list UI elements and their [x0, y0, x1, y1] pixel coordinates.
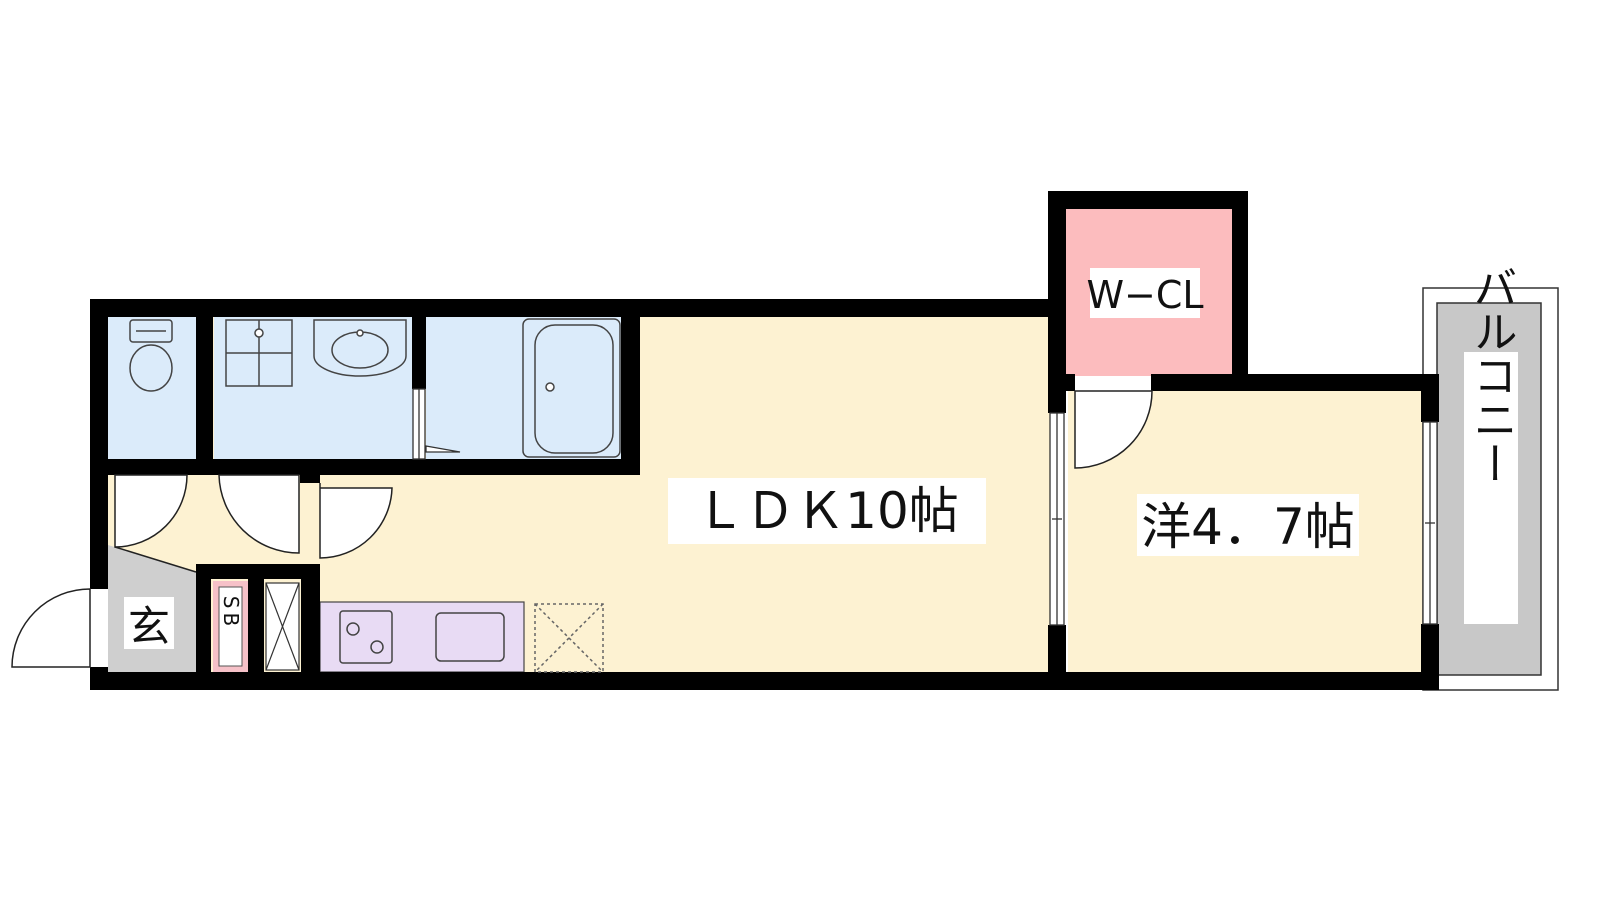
- wall-left-lower: [90, 667, 108, 690]
- western-label-bg: [1137, 494, 1359, 556]
- wall-top: [90, 299, 1066, 317]
- shoe-box-label: SB: [219, 596, 243, 630]
- wall-wet-bottom: [90, 459, 640, 475]
- kitchen-sink-icon: [435, 612, 505, 662]
- wall-right-upper: [1421, 374, 1439, 422]
- fixtures: [129, 318, 621, 673]
- wall-hall-stub: [300, 459, 320, 483]
- storage-cabinet-icon: [265, 582, 300, 671]
- wall-divider-lower: [1048, 625, 1066, 685]
- balcony-label: バルコニー: [1466, 265, 1517, 485]
- stove-burner-icon: [339, 610, 393, 664]
- toilet-icon: [129, 319, 173, 392]
- wash-basin-icon: [313, 319, 407, 377]
- wall-left-upper: [90, 299, 108, 589]
- windows: [412, 388, 1438, 626]
- door-swing-icon: [114, 474, 188, 548]
- entrance-label-bg: [124, 597, 174, 649]
- balcony: [1422, 287, 1559, 691]
- entrance-label: 玄: [128, 602, 170, 651]
- wall-storage-right: [301, 564, 320, 690]
- ldk-label-bg: [668, 478, 986, 544]
- doors: [11, 390, 1153, 668]
- wall-wet-right: [621, 299, 640, 475]
- wcl-label-bg: [1090, 268, 1200, 318]
- wall-wcl-top: [1048, 191, 1248, 209]
- wall-wash-bath: [412, 299, 426, 389]
- door-swing-icon: [218, 474, 300, 554]
- wall-wcl-right: [1232, 191, 1248, 390]
- floors: [108, 209, 1541, 677]
- balcony-label-bg: [1464, 352, 1518, 624]
- wall-storage-left: [248, 564, 264, 690]
- bathtub-icon: [522, 318, 621, 458]
- door-swing-icon: [319, 483, 393, 559]
- western-room-label: 洋4．7帖: [1141, 498, 1355, 556]
- refrigerator-space-icon: [534, 603, 604, 673]
- bath-door-swing: [425, 445, 461, 453]
- wall-toilet-right: [196, 299, 213, 475]
- shoe-box-inner: [218, 586, 243, 667]
- washing-machine-icon: [225, 319, 293, 387]
- wall-entrance-right: [196, 564, 211, 690]
- wall-bottom: [90, 672, 1439, 690]
- walls: [90, 191, 1439, 690]
- door-swing-icon: [11, 588, 91, 668]
- wall-right-lower: [1421, 624, 1439, 690]
- wall-wcl-bottom-right: [1151, 374, 1439, 391]
- wall-wcl-left: [1048, 191, 1066, 413]
- walk-in-closet-label: W−CL: [1086, 273, 1203, 317]
- door-swing-icon: [1074, 390, 1153, 469]
- wall-wcl-bottom-left: [1048, 374, 1075, 391]
- ldk-label: ＬＤＫ10帖: [695, 482, 959, 540]
